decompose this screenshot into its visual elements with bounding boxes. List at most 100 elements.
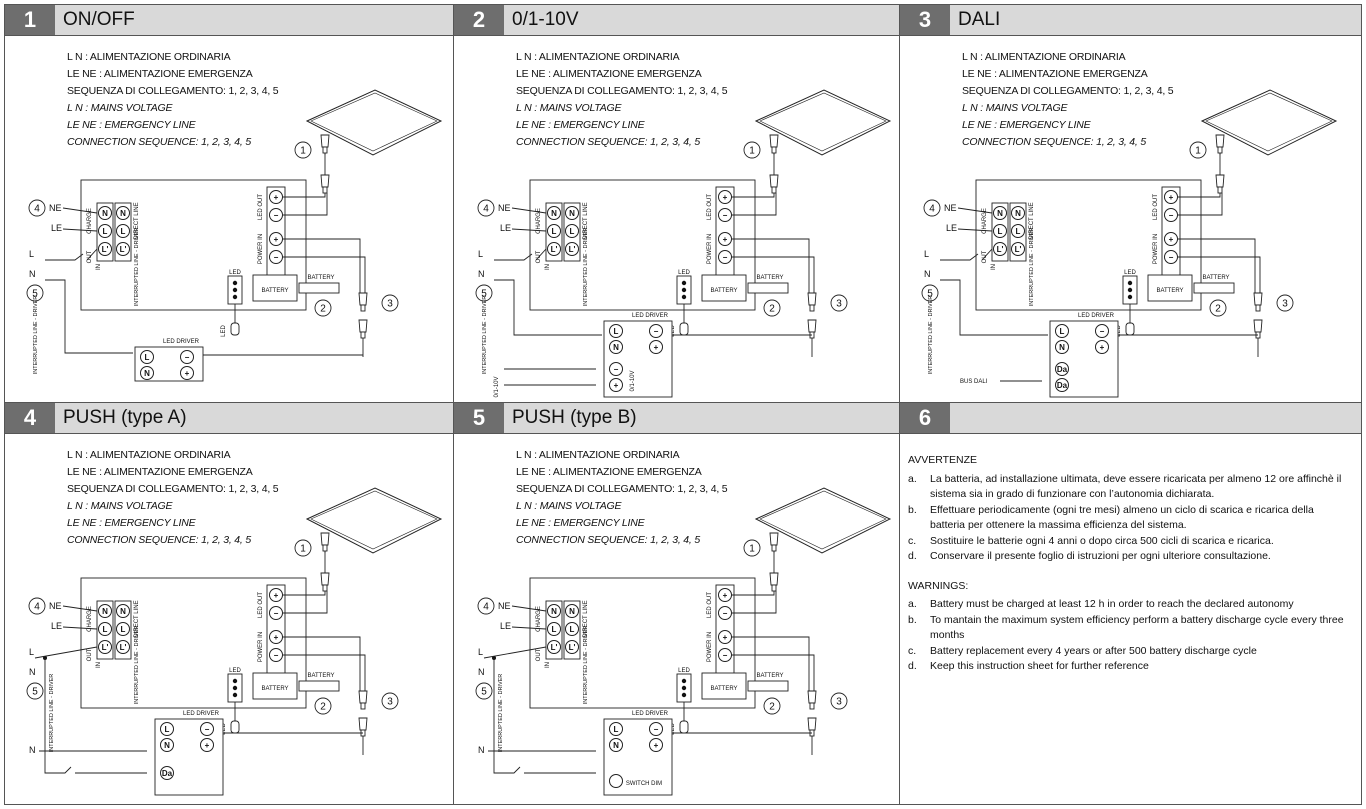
terminal-symbol: +	[1169, 235, 1174, 244]
step-number: 1	[300, 544, 306, 555]
connector-body	[1253, 319, 1263, 333]
led-label: LED	[678, 270, 690, 276]
driver-terminal-minus	[649, 324, 663, 338]
step-number: 1	[300, 146, 306, 157]
terminal-symbol: +	[205, 741, 210, 750]
in-label: IN	[991, 264, 997, 270]
step-marker	[1189, 141, 1207, 159]
terminal-minus	[269, 208, 283, 222]
led-panel-outline	[1200, 89, 1338, 156]
warning-item: d.Conservare il presente foglio di istru…	[908, 549, 1351, 565]
led-out-wire	[732, 591, 777, 614]
switch-dim-label: SWITCH DIM	[626, 781, 662, 787]
driver-terminal-l	[609, 324, 623, 338]
connector-body	[320, 572, 330, 586]
led-connector	[769, 532, 779, 552]
terminal-lprime	[547, 640, 561, 654]
terminal-symbol: L	[998, 227, 1003, 236]
step-marker	[294, 141, 312, 159]
panel-0-10v: 2 0/1-10V L N : ALIMENTAZIONE ORDINARIA …	[454, 5, 900, 403]
step-marker	[477, 199, 495, 217]
terminal-symbol: −	[1169, 253, 1174, 262]
terminal-symbol: N	[551, 209, 557, 218]
led-connector	[320, 572, 330, 592]
terminal-plus	[269, 588, 283, 602]
step-number: 3	[387, 299, 393, 310]
step-marker	[830, 294, 848, 312]
interrupted-line-label: INTERRUPTED LINE - DRIVER	[49, 674, 55, 753]
warning-item: c.Sostituire le batterie ogni 4 anni o d…	[908, 534, 1351, 550]
led-connector	[1215, 134, 1225, 154]
battery-housing	[701, 274, 747, 302]
battery-housing	[252, 274, 298, 302]
terminal-symbol: −	[185, 353, 190, 362]
n-label: N	[29, 269, 36, 279]
terminal-plus	[718, 588, 732, 602]
battery-housing	[701, 672, 747, 700]
legend-mains-it: L N : ALIMENTAZIONE ORDINARIA	[962, 51, 1126, 63]
step-marker	[26, 682, 44, 700]
warning-text: To mantain the maximum system efficiency…	[930, 613, 1344, 642]
connection-legend: L N : ALIMENTAZIONE ORDINARIA LE NE : AL…	[516, 49, 728, 151]
panel-number: 6	[900, 403, 950, 433]
l-wire	[34, 646, 98, 659]
terminal-symbol: N	[551, 607, 557, 616]
led-lamp	[679, 720, 689, 734]
step-marker	[921, 284, 939, 302]
connector-body	[1215, 174, 1225, 188]
terminal-symbol: L	[165, 725, 170, 734]
l-label: L	[924, 249, 929, 259]
step-number: 1	[749, 146, 755, 157]
n-label: N	[478, 667, 485, 677]
warning-letter: c.	[908, 534, 917, 547]
le-wire	[957, 228, 993, 232]
step-marker	[763, 299, 781, 317]
warning-letter: c.	[908, 644, 917, 657]
terminal-plus	[269, 190, 283, 204]
step-marker	[1209, 299, 1227, 317]
le-label: LE	[51, 621, 62, 631]
driver-terminal-n	[160, 738, 174, 752]
power-in-wire	[732, 654, 815, 691]
terminal-minus	[718, 648, 732, 662]
terminal-symbol: +	[185, 369, 190, 378]
led-out-wire	[283, 591, 326, 596]
terminal-symbol: +	[723, 193, 728, 202]
instruction-sheet	[4, 4, 1362, 805]
ne-label: NE	[49, 203, 62, 213]
terminal-symbol: −	[654, 327, 659, 336]
led-panel-outline	[754, 89, 892, 156]
warning-item: b.Effettuare periodicamente (ogni tre me…	[908, 503, 1351, 534]
terminal-lprime	[565, 640, 579, 654]
terminal-lprime	[116, 242, 130, 256]
ne-wire	[511, 207, 547, 214]
step-marker	[763, 697, 781, 715]
warning-text: Keep this instruction sheet for further …	[930, 660, 1149, 672]
in-label: IN	[545, 264, 551, 270]
connector-pin	[360, 304, 366, 312]
signal-label: 0/1-10V	[494, 376, 500, 397]
terminal-minus	[718, 250, 732, 264]
terminal-symbol: +	[614, 381, 619, 390]
warning-text: Battery must be charged at least 12 h in…	[930, 598, 1294, 610]
dim-terminal-plus	[609, 378, 623, 392]
terminal-symbol: +	[654, 741, 659, 750]
l-wire	[86, 248, 98, 261]
terminal-symbol: −	[723, 609, 728, 618]
led-dot	[232, 692, 238, 698]
driver-terminal-n	[609, 340, 623, 354]
terminal-minus	[269, 606, 283, 620]
panel-title: PUSH (type B)	[512, 407, 637, 428]
panel-number: 1	[5, 5, 55, 35]
legend-sequence-en: CONNECTION SEQUENCE: 1, 2, 3, 4, 5	[516, 136, 700, 148]
warning-item: b.To mantain the maximum system efficien…	[908, 613, 1351, 644]
led-connector	[769, 174, 779, 194]
terminal-symbol: +	[274, 591, 279, 600]
led-connector	[769, 134, 779, 154]
led-connector	[320, 532, 330, 552]
legend-mains-en: L N : MAINS VOLTAGE	[962, 102, 1068, 114]
panel-header: 5 PUSH (type B)	[454, 403, 899, 434]
terminal-l	[993, 224, 1007, 238]
battery-label: BATTERY	[307, 673, 334, 679]
led-out-wire	[1178, 193, 1223, 216]
